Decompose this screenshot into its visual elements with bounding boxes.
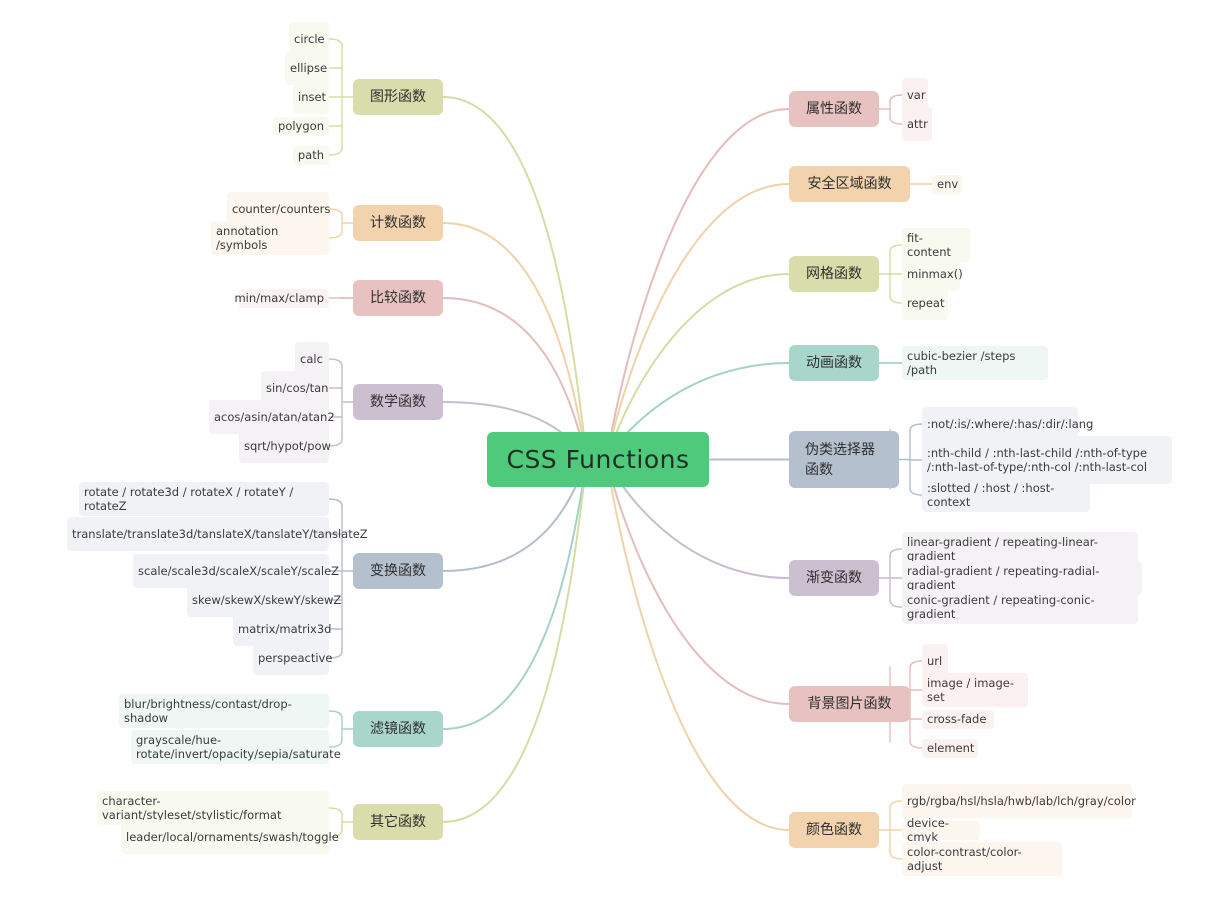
leaf-connector bbox=[889, 548, 903, 557]
leaf-connector bbox=[328, 829, 343, 838]
leaf-item[interactable]: var bbox=[902, 78, 928, 112]
branch-node-left-1[interactable]: 计数函数 bbox=[353, 205, 443, 241]
leaf-item[interactable]: repeat bbox=[902, 286, 948, 320]
leaf-item[interactable]: conic-gradient / repeating-conic-gradien… bbox=[902, 590, 1138, 624]
leaf-connector bbox=[889, 244, 903, 253]
leaf-item[interactable]: linear-gradient / repeating-linear-gradi… bbox=[902, 532, 1138, 566]
leaf-item[interactable]: sqrt/hypot/pow bbox=[239, 429, 331, 463]
branch-node-right-4[interactable]: 伪类选择器函数 bbox=[789, 431, 899, 488]
branch-node-right-2[interactable]: 网格函数 bbox=[789, 256, 879, 292]
branch-node-left-4[interactable]: 变换函数 bbox=[353, 553, 443, 589]
leaf-connector bbox=[889, 295, 903, 304]
leaf-connector bbox=[328, 710, 343, 719]
leaf-connector bbox=[889, 851, 903, 860]
branch-connector bbox=[606, 183, 790, 461]
leaf-item[interactable]: attr bbox=[902, 107, 932, 141]
leaf-item[interactable]: path bbox=[293, 145, 329, 165]
leaf-item[interactable]: polygon bbox=[273, 116, 329, 136]
branch-node-right-1[interactable]: 安全区域函数 bbox=[789, 166, 910, 202]
branch-connector bbox=[442, 458, 588, 730]
leaf-connector bbox=[909, 740, 923, 749]
branch-node-left-2[interactable]: 比较函数 bbox=[353, 280, 443, 316]
leaf-item[interactable]: image / image-set bbox=[922, 673, 1028, 707]
leaf-connector bbox=[889, 599, 903, 608]
leaf-item[interactable]: :nth-child / :nth-last-child /:nth-of-ty… bbox=[922, 436, 1172, 484]
leaf-item[interactable]: element bbox=[922, 738, 978, 758]
leaf-connector bbox=[328, 739, 343, 748]
leaf-item[interactable]: ellipse bbox=[285, 51, 329, 85]
branch-node-right-3[interactable]: 动画函数 bbox=[789, 345, 879, 381]
leaf-connector bbox=[909, 660, 923, 669]
leaf-connector bbox=[909, 423, 923, 432]
branch-node-left-3[interactable]: 数学函数 bbox=[353, 384, 443, 420]
leaf-item[interactable]: acos/asin/atan/atan2 bbox=[209, 400, 335, 434]
leaf-item[interactable]: device-cmyk bbox=[902, 816, 980, 844]
leaf-item[interactable]: matrix/matrix3d bbox=[233, 612, 331, 646]
leaf-item[interactable]: min/max/clamp bbox=[234, 288, 329, 308]
leaf-item[interactable]: character-variant/styleset/stylistic/for… bbox=[97, 791, 329, 825]
leaf-connector bbox=[909, 487, 923, 496]
leaf-connector bbox=[328, 38, 343, 47]
branch-connector bbox=[606, 108, 790, 461]
leaf-connector bbox=[328, 498, 343, 507]
leaf-item[interactable]: leader/local/ornaments/swash/toggle bbox=[121, 820, 339, 854]
leaf-item[interactable]: url bbox=[922, 644, 948, 678]
leaf-connector bbox=[328, 208, 343, 217]
branch-connector bbox=[442, 96, 588, 461]
leaf-item[interactable]: fit-content bbox=[902, 228, 970, 262]
leaf-item[interactable]: blur/brightness/contast/drop-shadow bbox=[119, 694, 329, 728]
leaf-item[interactable]: :slotted / :host / :host-context bbox=[922, 478, 1090, 512]
leaf-item[interactable]: cubic-bezier /steps /path bbox=[902, 346, 1048, 380]
leaf-item[interactable]: env bbox=[932, 174, 962, 194]
leaf-connector bbox=[889, 800, 903, 809]
branch-node-left-6[interactable]: 其它函数 bbox=[353, 804, 443, 840]
branch-node-right-7[interactable]: 颜色函数 bbox=[789, 812, 879, 848]
leaf-item[interactable]: counter/counters bbox=[227, 192, 330, 226]
branch-node-left-0[interactable]: 图形函数 bbox=[353, 79, 443, 115]
leaf-item[interactable]: annotation /symbols bbox=[211, 221, 329, 255]
leaf-item[interactable]: rotate / rotate3d / rotateX / rotateY / … bbox=[79, 482, 329, 516]
leaf-connector bbox=[328, 807, 343, 816]
branch-node-right-6[interactable]: 背景图片函数 bbox=[789, 686, 910, 722]
branch-connector bbox=[442, 458, 588, 823]
branch-connector bbox=[442, 222, 588, 461]
leaf-connector bbox=[328, 147, 343, 156]
leaf-connector bbox=[328, 230, 343, 239]
leaf-connector bbox=[328, 438, 343, 447]
leaf-item[interactable]: calc bbox=[295, 342, 329, 376]
branch-node-left-5[interactable]: 滤镜函数 bbox=[353, 711, 443, 747]
leaf-item[interactable]: sin/cos/tan bbox=[261, 371, 329, 405]
branch-node-right-5[interactable]: 渐变函数 bbox=[789, 560, 879, 596]
leaf-item[interactable]: color-contrast/color-adjust bbox=[902, 842, 1062, 876]
leaf-item[interactable]: cross-fade bbox=[922, 709, 994, 729]
branch-connector bbox=[606, 458, 790, 831]
branch-connector bbox=[606, 458, 790, 705]
leaf-item[interactable]: scale/scale3d/scaleX/scaleY/scaleZ bbox=[133, 554, 339, 588]
leaf-item[interactable]: translate/translate3d/tanslateX/tanslate… bbox=[67, 517, 368, 551]
leaf-item[interactable]: circle bbox=[289, 22, 329, 56]
leaf-connector bbox=[889, 116, 903, 125]
leaf-item[interactable]: minmax() bbox=[902, 257, 963, 291]
leaf-item[interactable]: perspeactive bbox=[253, 641, 332, 675]
leaf-item[interactable]: skew/skewX/skewY/skewZ bbox=[187, 583, 341, 617]
leaf-item[interactable]: inset bbox=[293, 80, 329, 114]
leaf-item[interactable]: radial-gradient / repeating-radial-gradi… bbox=[902, 561, 1142, 595]
branch-node-right-0[interactable]: 属性函数 bbox=[789, 91, 879, 127]
leaf-item[interactable]: grayscale/hue-rotate/invert/opacity/sepi… bbox=[131, 730, 341, 764]
leaf-connector bbox=[889, 94, 903, 103]
leaf-connector bbox=[328, 358, 343, 367]
leaf-item[interactable]: :not/:is/:where/:has/:dir/:lang bbox=[922, 407, 1093, 441]
leaf-connector bbox=[328, 650, 343, 659]
leaf-item[interactable]: rgb/rgba/hsl/hsla/hwb/lab/lch/gray/color bbox=[902, 784, 1136, 818]
root-node[interactable]: CSS Functions bbox=[487, 432, 709, 487]
